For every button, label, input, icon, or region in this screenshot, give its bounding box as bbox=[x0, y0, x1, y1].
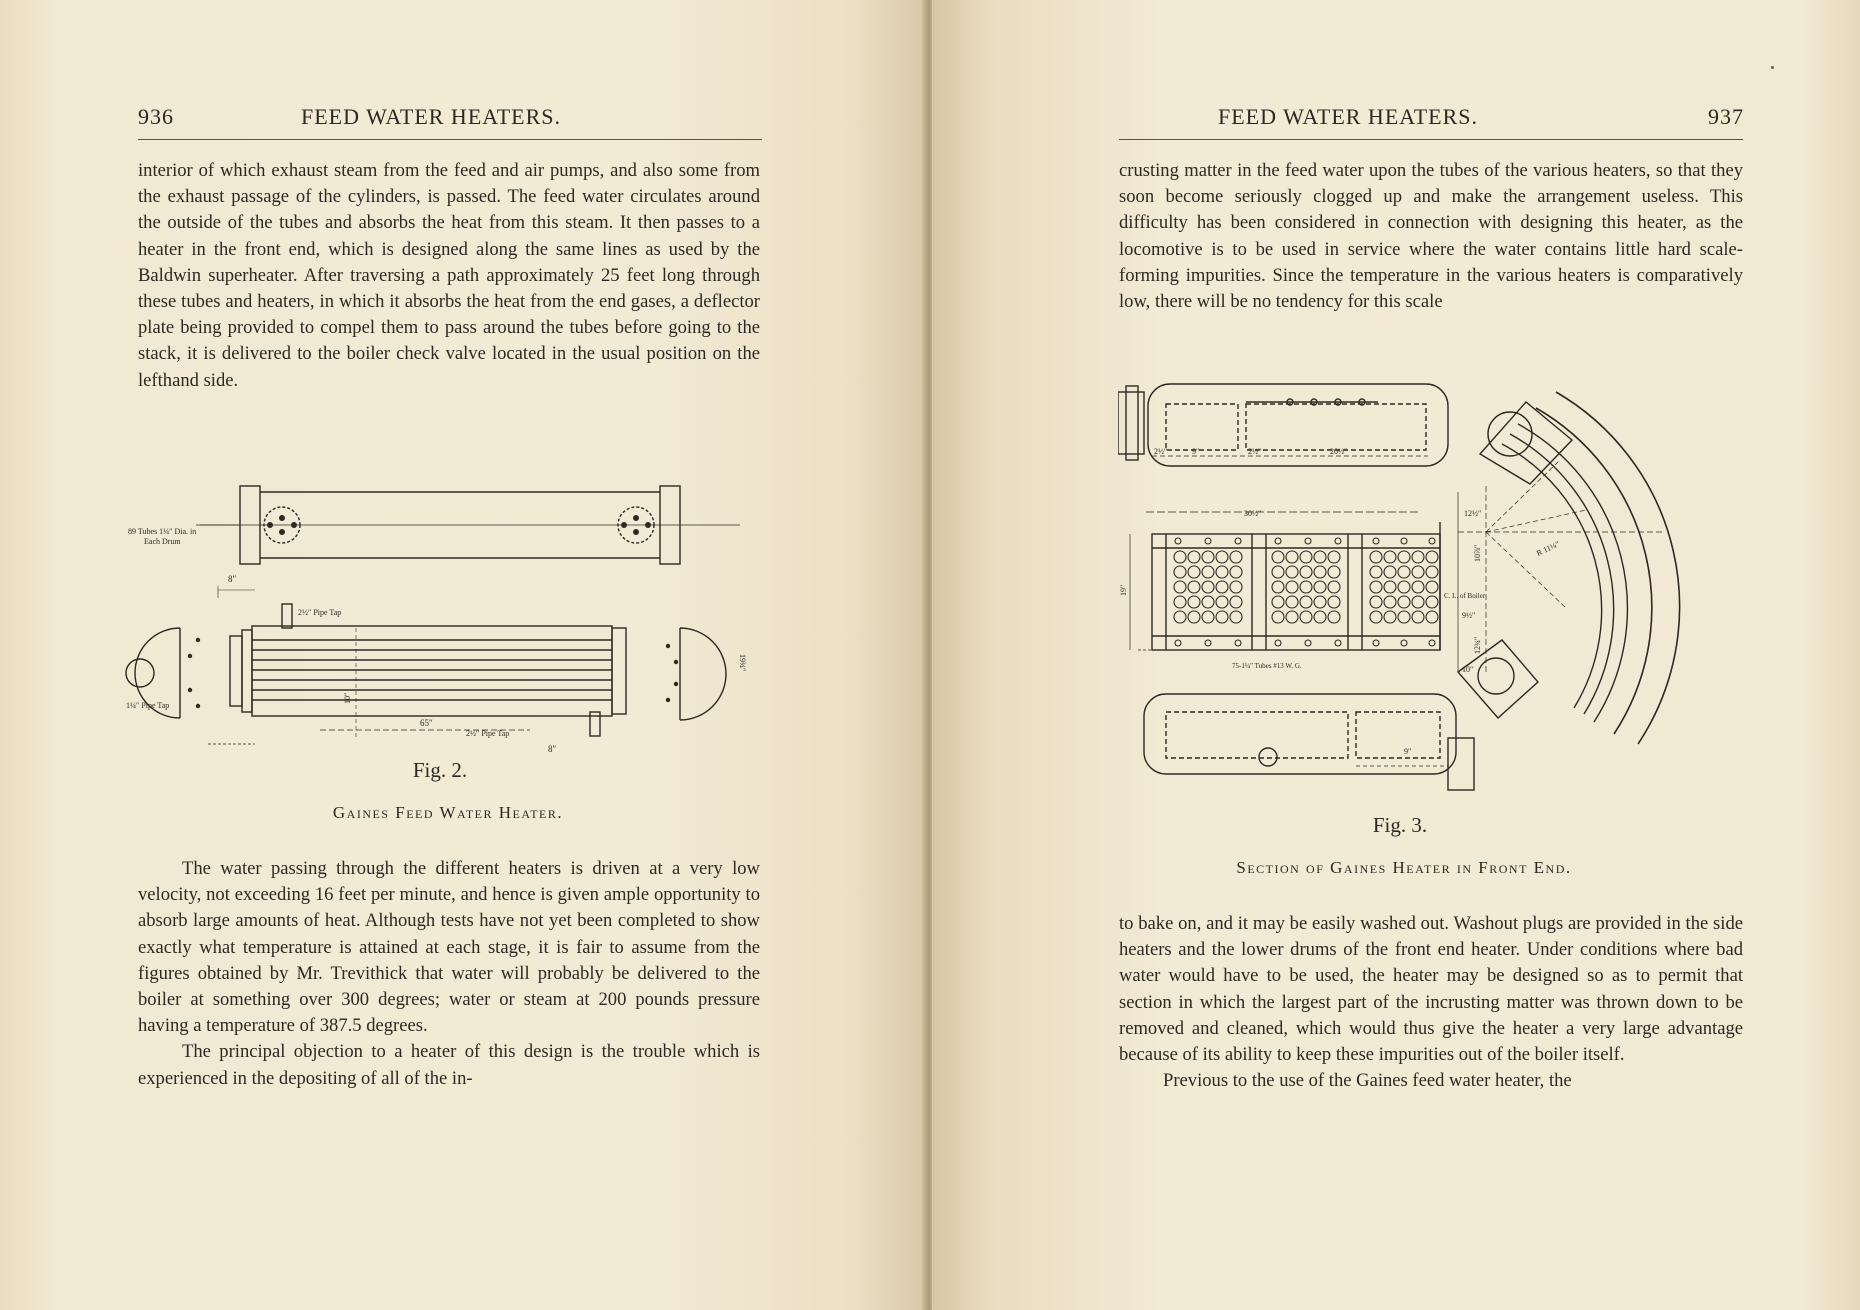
paragraph: The water passing through the different … bbox=[138, 858, 760, 1037]
body-text-bottom: The water passing through the different … bbox=[138, 856, 760, 1092]
running-head: FEED WATER HEATERS. bbox=[1218, 104, 1478, 129]
pipe-tap-bottom: 2½″ Pipe Tap bbox=[466, 729, 509, 738]
body-text-top: crusting matter in the feed water upon t… bbox=[1119, 158, 1743, 315]
running-head: FEED WATER HEATERS. bbox=[301, 104, 561, 129]
dim-20: 20½″ bbox=[1330, 447, 1347, 456]
dim-2-1: 2½″ bbox=[1154, 447, 1167, 456]
dim-65: 65″ bbox=[420, 718, 433, 728]
paragraph: to bake on, and it may be easily washed … bbox=[1119, 913, 1743, 1066]
header-rule bbox=[138, 139, 762, 140]
dim-10b: 10″ bbox=[1462, 665, 1473, 674]
paragraph: crusting matter in the feed water upon t… bbox=[1119, 160, 1743, 313]
pipe-tap-top: 2½″ Pipe Tap bbox=[298, 608, 341, 617]
dim-19: 19″ bbox=[1119, 585, 1128, 596]
fig2-drawing: 89 Tubes 1¼″ Dia. in Each Drum 2½″ Pipe … bbox=[125, 485, 747, 754]
figure-caption: Gaines Feed Water Heater. bbox=[332, 803, 564, 822]
dim-10: 10⅞″ bbox=[1473, 545, 1482, 562]
dim-9c: 9″ bbox=[1404, 747, 1411, 756]
page-number: 937 bbox=[1708, 104, 1744, 129]
dim-30: 30½″ bbox=[1244, 509, 1261, 518]
figure-label: Fig. 2. bbox=[412, 758, 468, 782]
radius-label: R 11¼″ bbox=[1535, 539, 1561, 557]
dim-left-vertical: 10″ bbox=[343, 693, 352, 704]
dim-8-top: 8″ bbox=[228, 574, 237, 584]
pipe-tap-left: 1¼″ Pipe Tap bbox=[126, 701, 169, 710]
body-text-bottom: to bake on, and it may be easily washed … bbox=[1119, 911, 1743, 1094]
right-page: FEED WATER HEATERS. 937 crusting matter … bbox=[932, 0, 1860, 1310]
page-number: 936 bbox=[138, 104, 174, 129]
figure-label: Fig. 3. bbox=[1372, 813, 1428, 837]
tubes-note: 75-1¼″ Tubes #13 W. G. bbox=[1232, 662, 1302, 670]
paragraph: Previous to the use of the Gaines feed w… bbox=[1163, 1070, 1572, 1092]
dim-right-vertical: 19¾″ bbox=[738, 654, 747, 671]
header-rule bbox=[1119, 139, 1743, 140]
dim-12b: 12¾″ bbox=[1473, 637, 1482, 654]
left-page: 936 FEED WATER HEATERS. interior of whic… bbox=[0, 0, 928, 1310]
tubes-note-1: 89 Tubes 1¼″ Dia. in bbox=[128, 527, 196, 536]
tubes-note-2: Each Drum bbox=[144, 537, 181, 546]
dim-9: 9″ bbox=[1192, 447, 1199, 456]
dim-2-2: 2½″ bbox=[1248, 447, 1261, 456]
paragraph: interior of which exhaust steam from the… bbox=[138, 160, 760, 391]
paper-speck bbox=[1771, 66, 1774, 69]
figure-caption: Section of Gaines Heater in Front End. bbox=[1236, 858, 1572, 877]
center-of-boiler: C. L. of Boiler bbox=[1444, 592, 1486, 600]
dim-8-bottom: 8″ bbox=[548, 744, 557, 754]
dim-9b: 9½″ bbox=[1462, 611, 1475, 620]
body-text-top: interior of which exhaust steam from the… bbox=[138, 158, 760, 394]
paragraph: The principal objection to a heater of t… bbox=[138, 1041, 760, 1089]
dim-12: 12½″ bbox=[1464, 509, 1481, 518]
fig3-drawing: 2½″ 9″ 2½″ 20½″ 30½″ 19″ 75-1¼″ Tubes #1… bbox=[1118, 383, 1681, 791]
